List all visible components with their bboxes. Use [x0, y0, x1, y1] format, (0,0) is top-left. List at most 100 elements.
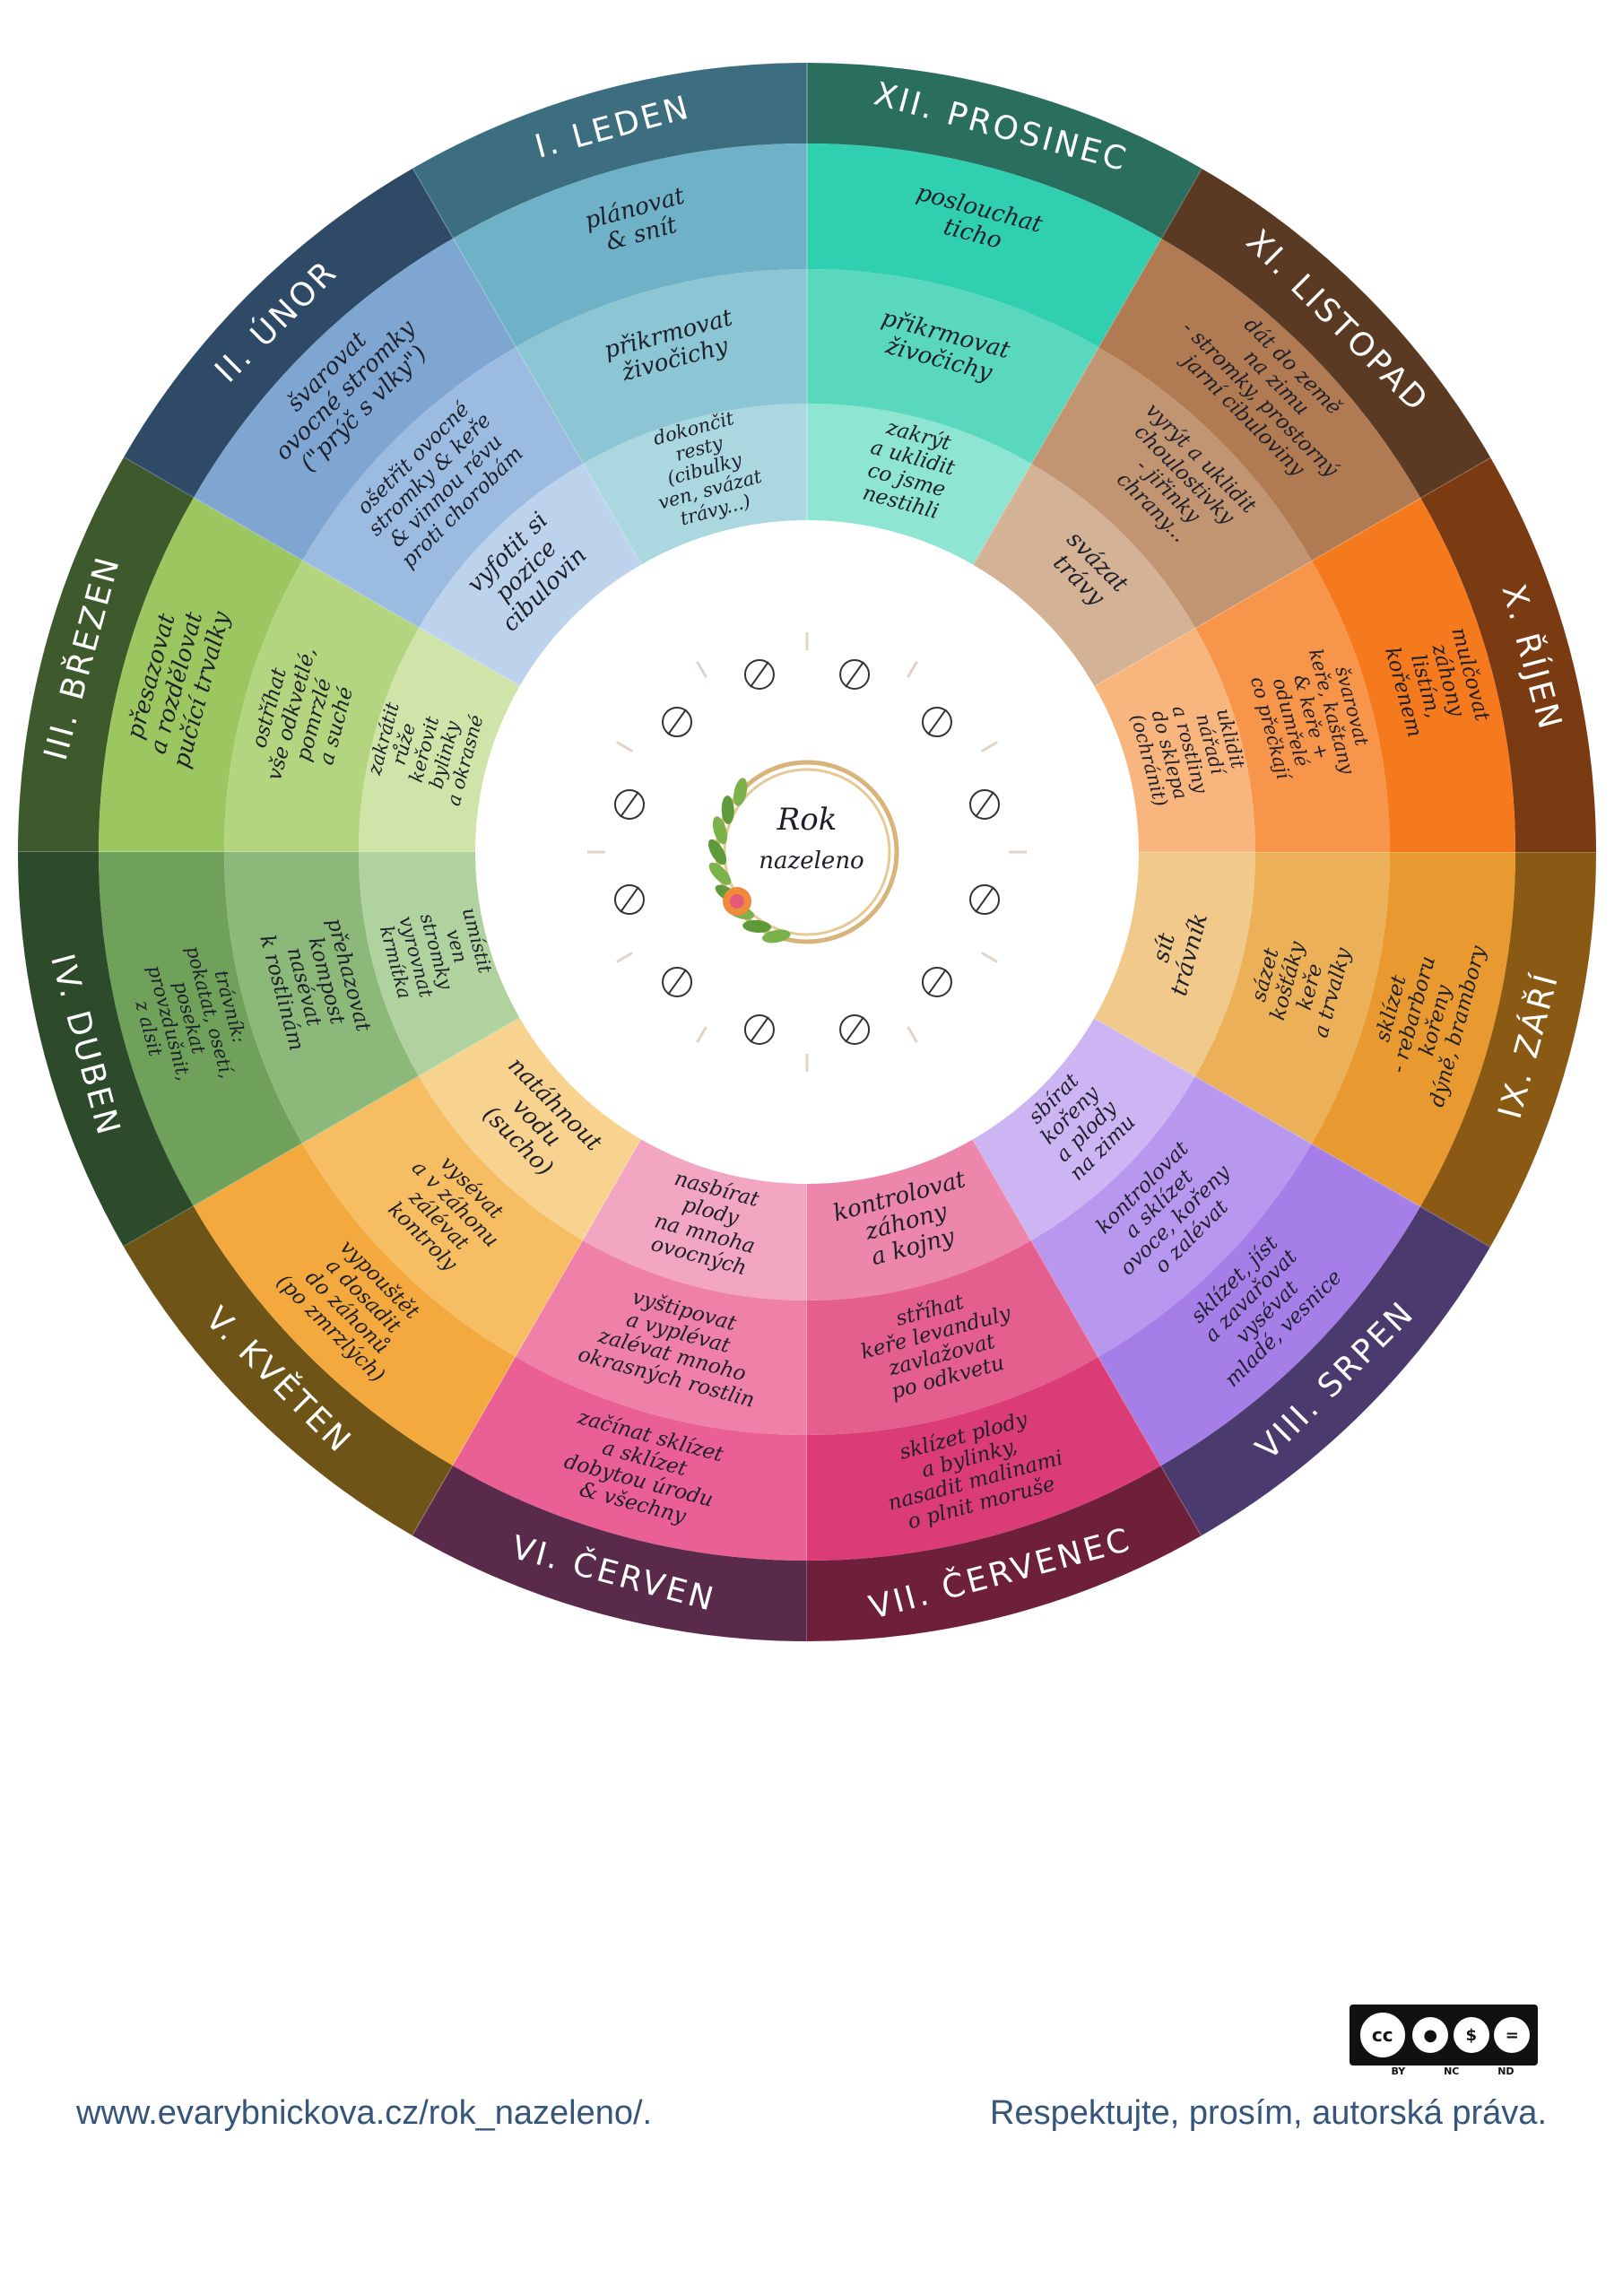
- month-ring-3-0: [99, 852, 303, 1206]
- center-subtitle: nazeleno: [759, 848, 864, 874]
- nc-icon: $: [1453, 2017, 1489, 2053]
- month-band-0: [412, 63, 807, 239]
- month-ring-1-2: [418, 463, 641, 686]
- hub-tick: [696, 1026, 707, 1043]
- month-ring-8-1: [1195, 852, 1390, 1144]
- wreath-leaf: [742, 919, 772, 933]
- wheel-task-texts: plánovat& snítpřikrmovatživočichydokonči…: [122, 179, 1494, 1535]
- wreath-leaf: [733, 778, 748, 806]
- hub-tick: [616, 952, 633, 963]
- month-ring-10-1: [1031, 347, 1312, 628]
- month-tool-icon: [969, 884, 1001, 916]
- wheel-graphic: plánovat& snítpřikrmovatživočichydokonči…: [18, 63, 1596, 1641]
- month-tool-icon: [839, 1014, 871, 1046]
- month-ring-8-0: [1311, 852, 1515, 1206]
- wreath-ring-inner: [723, 768, 891, 936]
- nd-icon: =: [1494, 2017, 1531, 2053]
- month-ring-0-2: [583, 404, 807, 565]
- wreath-leaf: [707, 839, 727, 865]
- month-ring-3-1: [224, 852, 419, 1144]
- month-band-6: [807, 1465, 1202, 1641]
- month-ring-11-1: [807, 269, 1098, 464]
- month-band-9: [1420, 457, 1596, 852]
- center-title: Rok: [777, 802, 838, 838]
- month-ring-7-2: [973, 1018, 1196, 1241]
- task-text-5-1: vyštipovata vyplévatzalévat mnohookrasný…: [576, 1276, 775, 1413]
- month-band-5: [412, 1465, 807, 1641]
- month-ring-4-2: [418, 1018, 641, 1241]
- month-ring-11-0: [807, 144, 1161, 348]
- month-tool-icon: [743, 658, 775, 690]
- footer-rights-notice: Respektujte, prosím, autorská práva.: [990, 2094, 1547, 2132]
- month-ring-1-1: [302, 347, 583, 628]
- month-tool-icon: [613, 788, 645, 820]
- month-tool-icon: [743, 1014, 775, 1046]
- month-ring-5-0: [453, 1356, 807, 1561]
- month-tool-icon: [921, 707, 952, 738]
- hub-tick: [981, 741, 998, 752]
- month-ring-4-1: [302, 1076, 583, 1357]
- month-tool-icon: [613, 884, 645, 916]
- month-band-7: [1161, 1206, 1491, 1536]
- month-ring-7-0: [1098, 1144, 1421, 1466]
- by-icon: ●: [1412, 2017, 1449, 2053]
- cc-label-nd: ND: [1497, 2066, 1515, 2077]
- wheel-sectors: [18, 63, 1596, 1641]
- task-text-2-1: ostříhatvše odkvetlé,pomrzléa suché: [240, 639, 365, 795]
- month-band-8: [1420, 852, 1596, 1247]
- month-ring-0-1: [516, 269, 807, 464]
- cc-license-labels: BY NC ND: [1372, 2066, 1533, 2077]
- wreath-logo: [707, 760, 899, 944]
- month-ring-2-2: [359, 628, 520, 852]
- cc-license-badge[interactable]: cc ● $ =: [1350, 2005, 1538, 2066]
- month-ring-10-2: [973, 463, 1196, 686]
- month-ring-2-0: [99, 498, 303, 852]
- cc-icon: cc: [1357, 2010, 1408, 2060]
- month-ring-1-0: [193, 238, 516, 561]
- month-band-11: [807, 63, 1202, 239]
- month-ring-6-0: [807, 1356, 1161, 1561]
- footer-url-link[interactable]: www.evarybnickova.cz/rok_nazeleno/.: [76, 2094, 653, 2132]
- hub-tick: [907, 661, 918, 678]
- cc-label-nc: NC: [1444, 2066, 1460, 2077]
- month-ring-4-0: [193, 1144, 516, 1466]
- month-band-4: [123, 1206, 453, 1536]
- cc-icon-label: cc: [1371, 2024, 1393, 2046]
- cc-label-by: BY: [1391, 2066, 1406, 2077]
- month-ring-2-1: [224, 561, 419, 852]
- month-band-2: [18, 457, 194, 852]
- month-ring-5-2: [583, 1139, 807, 1300]
- month-ring-9-1: [1195, 561, 1390, 852]
- wreath-leaf: [708, 862, 732, 885]
- month-tool-icon: [969, 788, 1001, 820]
- wreath-leaf: [761, 929, 791, 944]
- month-ring-11-2: [807, 404, 1031, 565]
- hub-circle: [574, 619, 1040, 1085]
- month-ring-7-1: [1031, 1076, 1312, 1357]
- hub-tick: [981, 952, 998, 963]
- wreath-flower-center: [730, 894, 744, 909]
- wheel-hub: Rok nazeleno: [574, 619, 1040, 1085]
- month-band-3: [18, 852, 194, 1247]
- hub-tick: [907, 1026, 918, 1043]
- month-ring-8-2: [1094, 852, 1255, 1076]
- month-tool-icon: [662, 707, 693, 738]
- wreath-leaf: [721, 796, 734, 825]
- sector-divider: [1008, 457, 1491, 736]
- month-tool-icon: [662, 966, 693, 997]
- month-tool-icon: [921, 966, 952, 997]
- task-text-8-1: sázetkošťákykeřea trvalky: [1243, 926, 1356, 1039]
- hub-tick: [616, 741, 633, 752]
- month-ring-0-0: [453, 144, 807, 348]
- task-text-7-2: sbíratkořenya plodyna zimu: [1017, 1062, 1141, 1186]
- hub-tick: [696, 661, 707, 678]
- month-tool-icon: [839, 658, 871, 690]
- month-ring-10-0: [1098, 238, 1421, 561]
- wreath-leaf: [712, 816, 728, 845]
- month-band-1: [123, 168, 453, 498]
- month-ring-3-2: [359, 852, 520, 1076]
- month-ring-9-0: [1311, 498, 1515, 852]
- month-ring-5-1: [516, 1240, 807, 1435]
- month-ring-6-2: [807, 1139, 1031, 1300]
